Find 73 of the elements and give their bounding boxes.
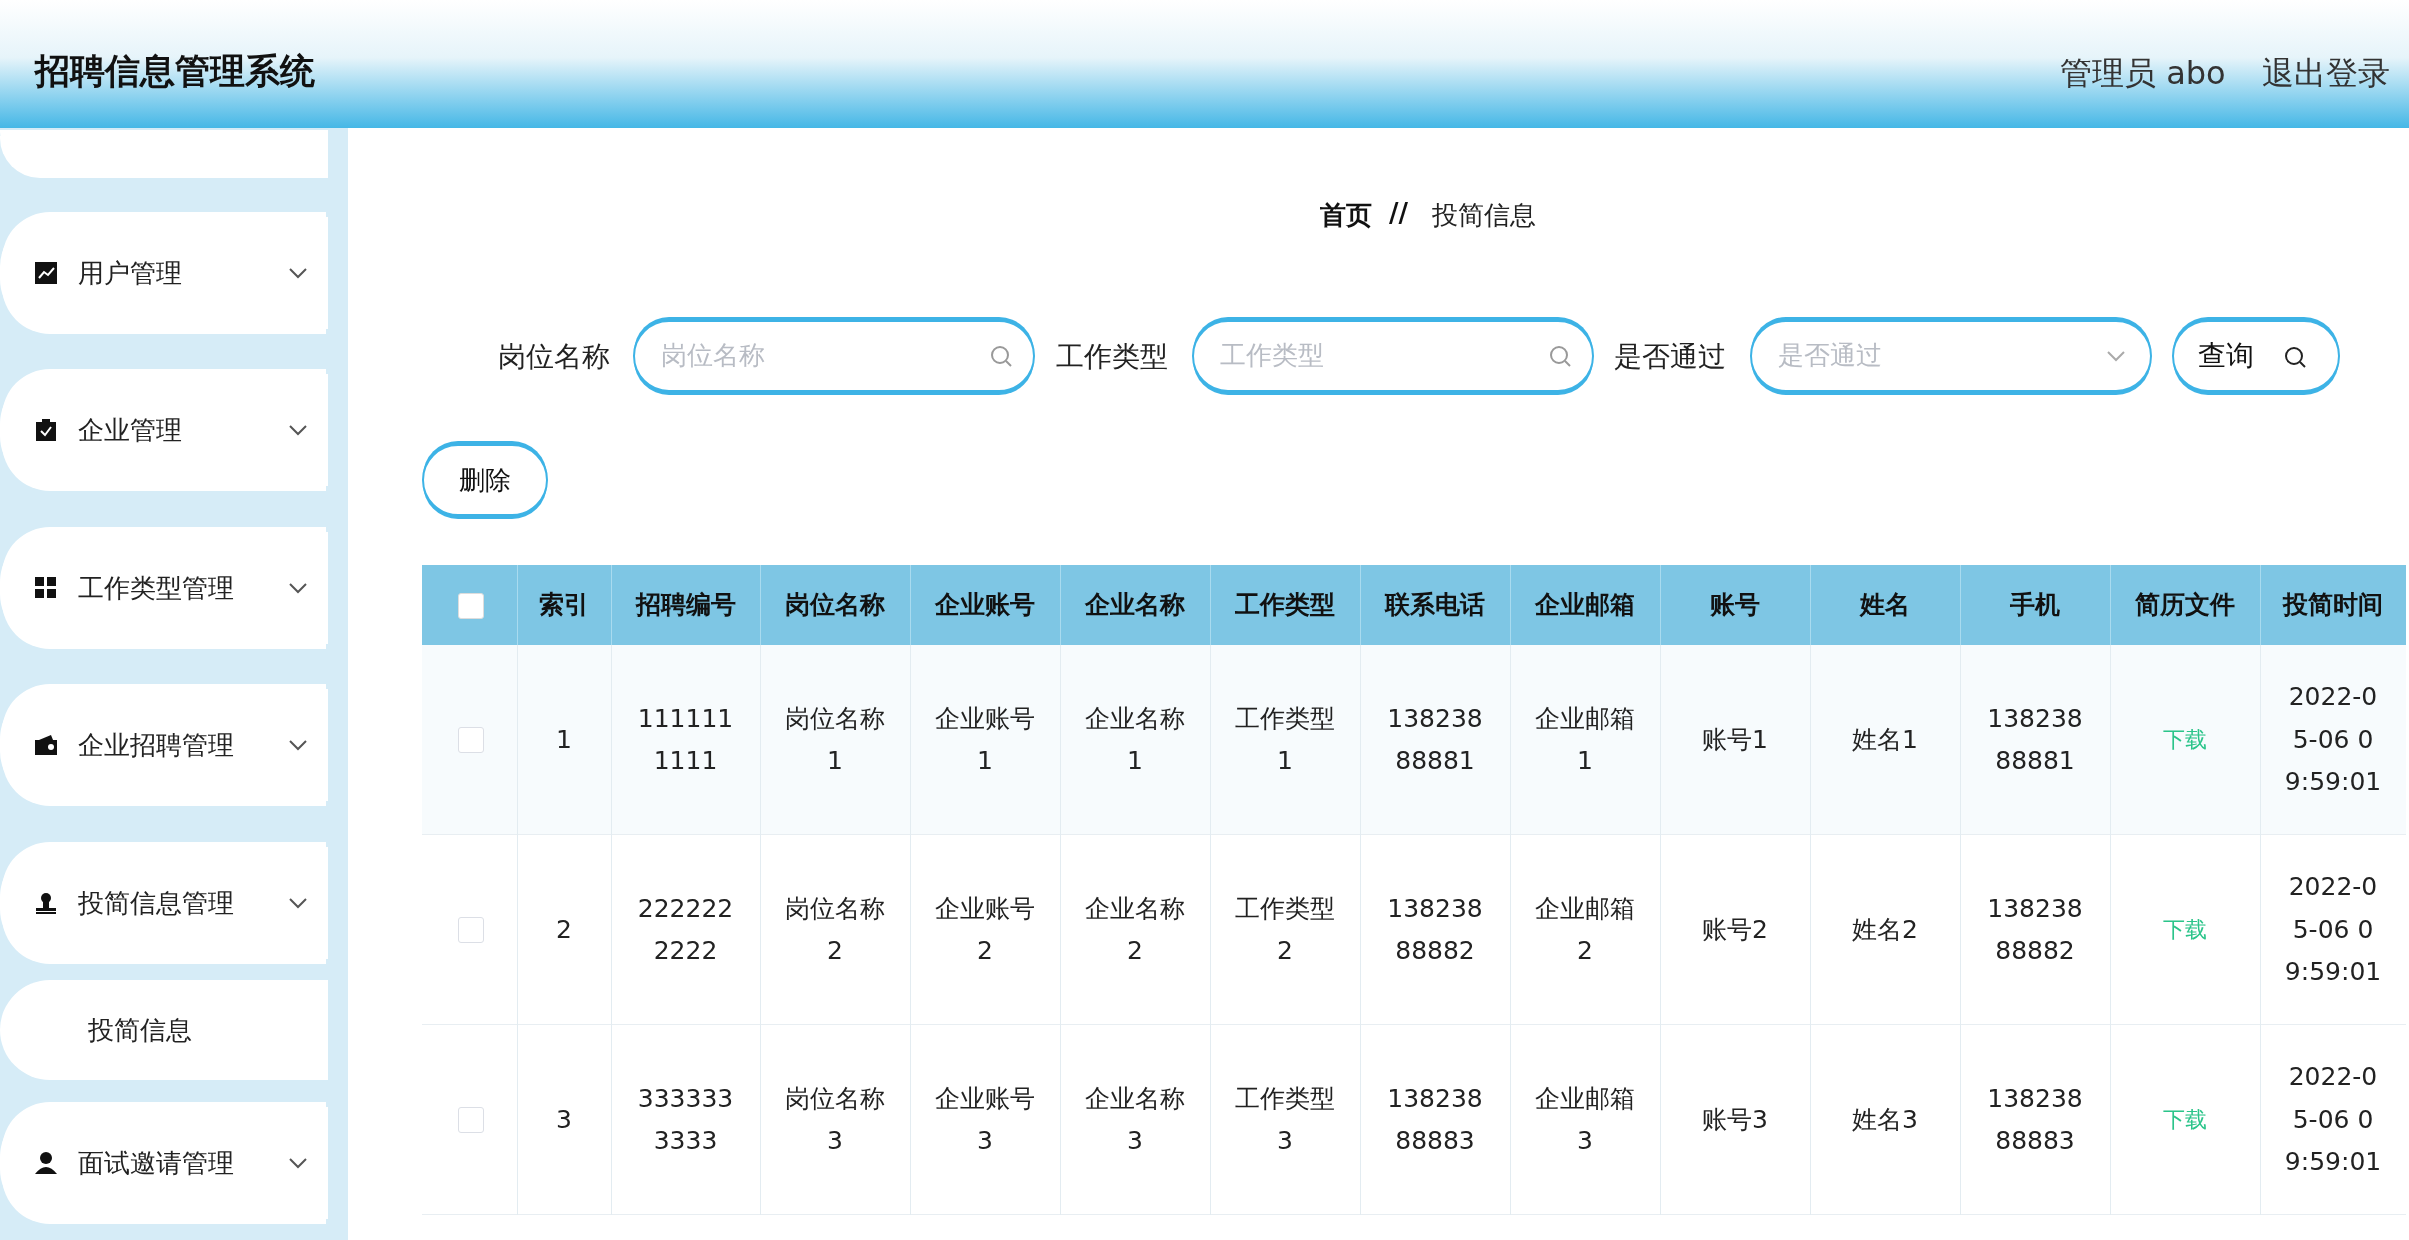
app-title: 招聘信息管理系统 <box>35 50 315 93</box>
table-value: 工作类型1 <box>1234 702 1336 777</box>
download-link: 下载 <box>2162 1106 2208 1135</box>
table-value: 1111111111 <box>636 702 735 777</box>
column-header: 工作类型 <box>1234 589 1336 621</box>
column-header: 企业邮箱 <box>1534 589 1636 621</box>
table-value: 岗位名称3 <box>784 1082 886 1157</box>
breadcrumb-separator: // <box>1389 198 1408 228</box>
table-value: 13823888883 <box>1386 1082 1484 1157</box>
table-value: 13823888882 <box>1386 892 1484 967</box>
placeholder-text: 岗位名称 <box>661 339 765 372</box>
menu-label: 面试邀请管理 <box>78 1147 234 1180</box>
filter-label: 是否通过 <box>1614 339 1726 375</box>
table-value: 姓名1 <box>1851 723 1919 756</box>
table-value: 账号3 <box>1701 1103 1769 1136</box>
menu-label: 企业招聘管理 <box>78 729 234 762</box>
search-button: 查询 <box>2172 320 2340 392</box>
column-header: 手机 <box>2009 589 2061 621</box>
table-value: 企业账号2 <box>934 892 1036 967</box>
delete-button: 删除 <box>422 444 548 516</box>
table-value: 账号1 <box>1701 723 1769 756</box>
table-value: 13823888882 <box>1986 892 2084 967</box>
table-value: 3 <box>555 1103 573 1136</box>
table-value: 岗位名称1 <box>784 702 886 777</box>
download-link: 下载 <box>2162 726 2208 755</box>
logout-link: 退出登录 <box>2262 53 2390 94</box>
column-header: 招聘编号 <box>634 589 737 621</box>
column-header: 简历文件 <box>2134 589 2236 621</box>
menu-label: 投简信息 <box>88 1014 192 1047</box>
filter-label: 岗位名称 <box>498 339 610 375</box>
column-header: 联系电话 <box>1383 589 1486 621</box>
table-value: 工作类型3 <box>1234 1082 1336 1157</box>
table-value: 姓名2 <box>1851 913 1919 946</box>
table-value: 账号2 <box>1701 913 1769 946</box>
table-value: 13823888881 <box>1386 702 1484 777</box>
menu-label: 投简信息管理 <box>78 887 234 920</box>
table-value: 2022-05-06 09:59:01 <box>2284 871 2382 989</box>
placeholder-text: 工作类型 <box>1220 339 1324 372</box>
table-value: 1 <box>555 723 573 756</box>
table-value: 3333333333 <box>636 1082 735 1157</box>
column-header: 姓名 <box>1858 589 1911 621</box>
breadcrumb-current: 投简信息 <box>1432 199 1536 232</box>
menu-label: 用户管理 <box>78 257 182 290</box>
table-value: 13823888883 <box>1986 1082 2084 1157</box>
table-value: 13823888881 <box>1986 702 2084 777</box>
table-value: 企业邮箱1 <box>1534 702 1636 777</box>
column-header: 账号 <box>1709 589 1761 621</box>
column-header: 索引 <box>538 589 590 621</box>
table-value: 岗位名称2 <box>784 892 886 967</box>
filter-label: 工作类型 <box>1056 339 1168 375</box>
column-header: 企业账号 <box>934 589 1036 621</box>
breadcrumb-link: 首页 <box>1320 199 1372 232</box>
table-value: 企业名称3 <box>1084 1082 1186 1157</box>
table-value: 企业名称1 <box>1084 702 1186 777</box>
menu-label: 企业管理 <box>78 414 182 447</box>
user-name: 管理员 abo <box>2060 53 2226 94</box>
table-value: 2222222222 <box>636 892 735 967</box>
table-value: 2022-05-06 09:59:01 <box>2284 681 2382 799</box>
table-value: 企业账号1 <box>934 702 1036 777</box>
table-value: 企业账号3 <box>934 1082 1036 1157</box>
column-header: 投简时间 <box>2281 589 2384 621</box>
column-header: 企业名称 <box>1084 589 1186 621</box>
column-header: 岗位名称 <box>784 589 886 621</box>
table-value: 工作类型2 <box>1234 892 1336 967</box>
table-value: 2 <box>555 913 573 946</box>
table-value: 企业邮箱2 <box>1534 892 1636 967</box>
placeholder-text: 是否通过 <box>1778 339 1882 372</box>
table-value: 2022-05-06 09:59:01 <box>2284 1061 2382 1179</box>
table-value: 企业名称2 <box>1084 892 1186 967</box>
download-link: 下载 <box>2162 916 2208 945</box>
table-value: 企业邮箱3 <box>1534 1082 1636 1157</box>
table-value: 姓名3 <box>1851 1103 1919 1136</box>
menu-label: 工作类型管理 <box>78 572 234 605</box>
